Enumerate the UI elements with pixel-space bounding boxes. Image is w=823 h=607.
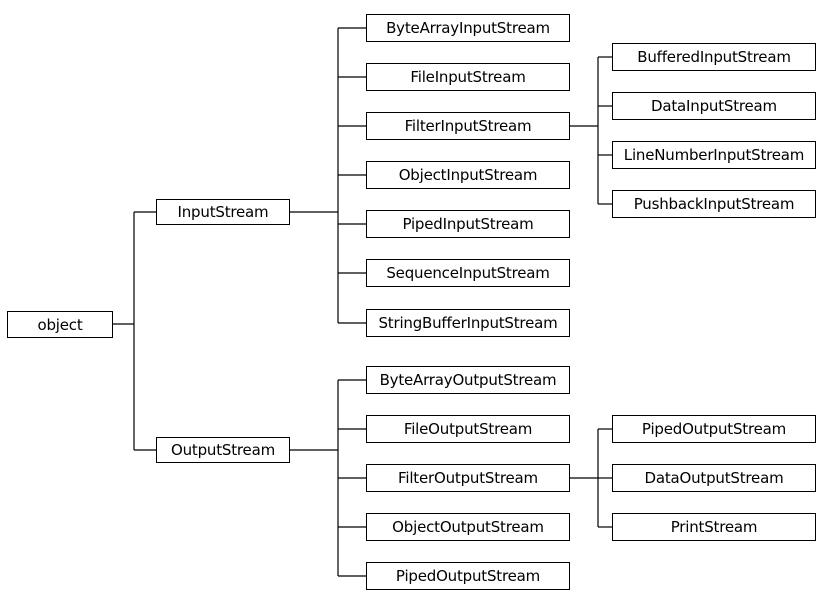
node-inputstream: InputStream xyxy=(156,199,290,225)
node-objectoutputstream: ObjectOutputStream xyxy=(366,513,570,541)
node-bytearrayoutputstream: ByteArrayOutputStream xyxy=(366,366,570,394)
node-filterinputstream: FilterInputStream xyxy=(366,112,570,140)
node-outputstream: OutputStream xyxy=(156,437,290,463)
node-objectinputstream: ObjectInputStream xyxy=(366,161,570,189)
node-pipedoutputstream: PipedOutputStream xyxy=(366,562,570,590)
node-pipedoutputstream-filter: PipedOutputStream xyxy=(612,415,816,443)
node-sequenceinputstream: SequenceInputStream xyxy=(366,259,570,287)
node-pipedinputstream: PipedInputStream xyxy=(366,210,570,238)
node-datainputstream: DataInputStream xyxy=(612,92,816,120)
node-fileoutputstream: FileOutputStream xyxy=(366,415,570,443)
node-printstream: PrintStream xyxy=(612,513,816,541)
node-filteroutputstream: FilterOutputStream xyxy=(366,464,570,492)
node-object: object xyxy=(7,311,113,338)
node-dataoutputstream: DataOutputStream xyxy=(612,464,816,492)
node-stringbufferinputstream: StringBufferInputStream xyxy=(366,309,570,337)
node-pushbackinputstream: PushbackInputStream xyxy=(612,190,816,218)
node-linenumberinputstream: LineNumberInputStream xyxy=(612,141,816,169)
node-fileinputstream: FileInputStream xyxy=(366,63,570,91)
node-bufferedinputstream: BufferedInputStream xyxy=(612,43,816,71)
node-bytearrayinputstream: ByteArrayInputStream xyxy=(366,14,570,42)
